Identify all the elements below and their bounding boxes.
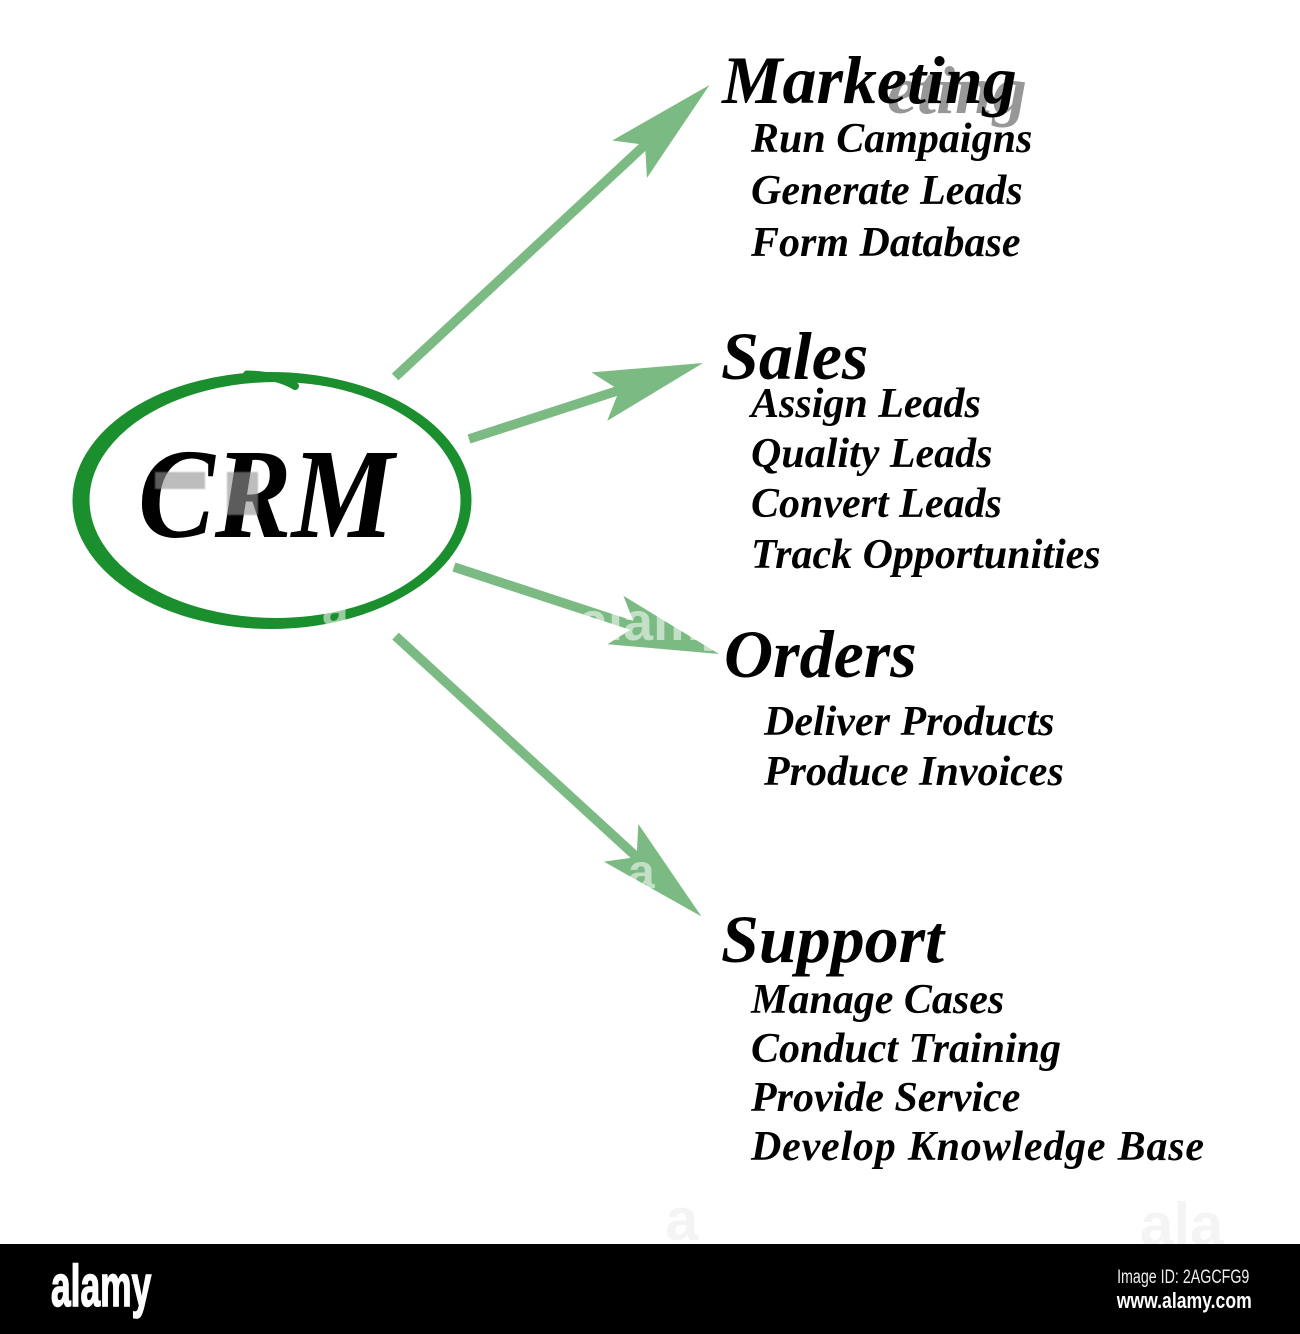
svg-text:a: a (322, 583, 349, 636)
svg-text:a: a (628, 846, 655, 899)
svg-text:alamy: alamy (578, 592, 731, 652)
